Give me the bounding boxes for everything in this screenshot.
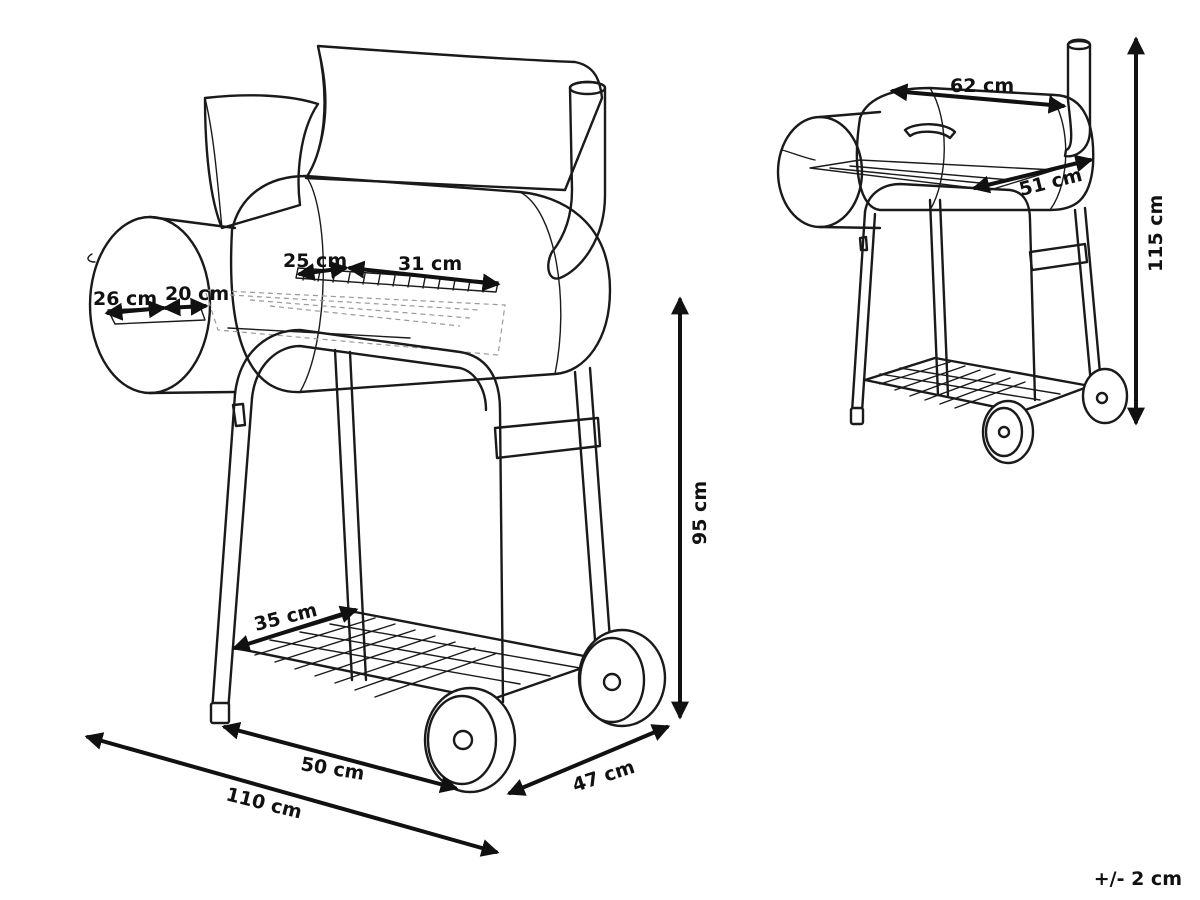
dim-firebox-width-label: 26 cm bbox=[93, 288, 157, 310]
dim-grill-length-label: 62 cm bbox=[950, 75, 1014, 97]
dim-base-width-label: 50 cm bbox=[299, 753, 366, 785]
dim-grill-width-label: 31 cm bbox=[398, 253, 462, 275]
dim-grill-depth-label: 25 cm bbox=[283, 250, 347, 272]
dim-height-label: 95 cm bbox=[689, 481, 711, 545]
tolerance-note: +/- 2 cm bbox=[1093, 868, 1182, 890]
dim-firebox-depth-label: 20 cm bbox=[165, 283, 229, 305]
small-smoker-illustration bbox=[776, 38, 1129, 465]
dim-total-height-label: 115 cm bbox=[1145, 195, 1167, 272]
dim-total-width-label: 110 cm bbox=[224, 784, 304, 824]
dimension-arrows bbox=[84, 36, 1145, 857]
main-smoker-illustration bbox=[87, 44, 667, 794]
